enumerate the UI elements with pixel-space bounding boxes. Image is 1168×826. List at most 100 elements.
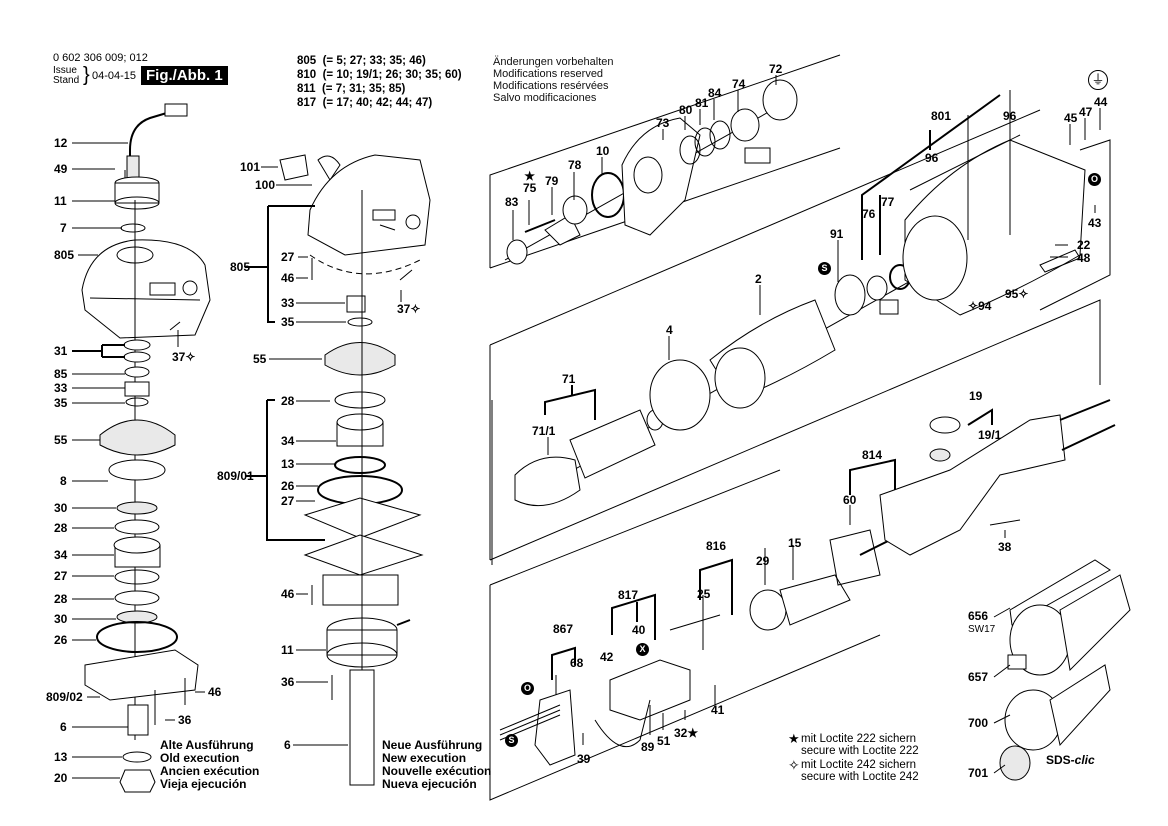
part-label[interactable]: 45	[1064, 111, 1078, 125]
part-label[interactable]: 85	[54, 367, 68, 381]
part-label[interactable]: 25	[697, 587, 711, 601]
part-label[interactable]: 657	[968, 670, 989, 684]
part-label[interactable]: 13	[54, 750, 68, 764]
part-label[interactable]: 71	[562, 372, 576, 386]
part-label[interactable]: 84	[708, 86, 722, 100]
part-label[interactable]: 55	[253, 352, 267, 366]
part-label[interactable]: 46	[281, 271, 295, 285]
part-label[interactable]: 101	[240, 160, 261, 174]
part-label[interactable]: 46	[281, 587, 295, 601]
assembly-list: 805 (= 5; 27; 33; 35; 46) 810 (= 10; 19/…	[297, 54, 462, 110]
part-label[interactable]: 96	[925, 151, 939, 165]
part-label[interactable]: 55	[54, 433, 68, 447]
part-label[interactable]: 36	[281, 675, 295, 689]
part-label[interactable]: 19/1	[978, 428, 1002, 442]
part-label[interactable]: 27	[281, 250, 295, 264]
part-label[interactable]: 7	[60, 221, 67, 235]
part-label[interactable]: 35	[54, 396, 68, 410]
part-label[interactable]: 71/1	[532, 424, 556, 438]
part-label[interactable]: 41	[711, 703, 725, 717]
part-label[interactable]: 2	[755, 272, 762, 286]
part-label[interactable]: 95✧	[1005, 287, 1029, 301]
star-outline-icon: ✧	[968, 299, 979, 313]
part-label[interactable]: 805	[54, 248, 75, 262]
part-label[interactable]: 28	[281, 394, 295, 408]
part-label[interactable]: 11	[281, 643, 294, 657]
part-label[interactable]: 44	[1094, 95, 1108, 109]
part-label[interactable]: 27	[54, 569, 68, 583]
part-label[interactable]: 47	[1079, 105, 1093, 119]
part-label[interactable]: 43	[1088, 216, 1102, 230]
part-label[interactable]: 6	[60, 720, 67, 734]
part-label[interactable]: 91	[830, 227, 844, 241]
part-label[interactable]: 814	[862, 448, 883, 462]
part-label[interactable]: 73	[656, 116, 670, 130]
part-label[interactable]: 74	[732, 77, 746, 91]
part-label[interactable]: 867	[553, 622, 574, 636]
part-label[interactable]: 20	[54, 771, 68, 785]
part-label[interactable]: 29	[756, 554, 770, 568]
part-label[interactable]: 22	[1077, 238, 1091, 252]
part-label[interactable]: 32★	[674, 726, 699, 740]
part-label[interactable]: 28	[54, 521, 68, 535]
part-label[interactable]: 809/01	[217, 469, 254, 483]
brace-symbol: }	[83, 64, 90, 86]
part-label[interactable]: 77	[881, 195, 895, 209]
part-label[interactable]: 38	[998, 540, 1012, 554]
part-label[interactable]: 816	[706, 539, 727, 553]
part-label[interactable]: 96	[1003, 109, 1017, 123]
part-label[interactable]: 35	[281, 315, 295, 329]
part-label[interactable]: 34	[54, 548, 68, 562]
part-label[interactable]: 656	[968, 609, 989, 623]
part-label[interactable]: 60	[843, 493, 857, 507]
part-label[interactable]: 76	[862, 207, 876, 221]
part-label[interactable]: 28	[54, 592, 68, 606]
part-label[interactable]: 89	[641, 740, 655, 754]
part-label[interactable]: 10	[596, 144, 610, 158]
part-label[interactable]: 805	[230, 260, 251, 274]
part-label[interactable]: ★75	[523, 169, 537, 195]
part-label[interactable]: 79	[545, 174, 559, 188]
part-label[interactable]: 817	[618, 588, 639, 602]
part-label[interactable]: 42	[600, 650, 614, 664]
part-label[interactable]: 27	[281, 494, 295, 508]
part-label[interactable]: 37✧	[397, 302, 421, 316]
part-label[interactable]: 46	[208, 685, 222, 699]
part-label[interactable]: 26	[54, 633, 68, 647]
part-label[interactable]: 701	[968, 766, 989, 780]
part-label[interactable]: 12	[54, 136, 68, 150]
part-label[interactable]: 40	[632, 623, 646, 637]
part-label[interactable]: 83	[505, 195, 519, 209]
part-label[interactable]: 33	[54, 381, 68, 395]
part-label[interactable]: 81	[695, 96, 709, 110]
part-label[interactable]: 13	[281, 457, 295, 471]
part-label[interactable]: 72	[769, 62, 783, 76]
part-label[interactable]: ✧94	[968, 299, 992, 313]
part-label[interactable]: 33	[281, 296, 295, 310]
part-label[interactable]: 15	[788, 536, 802, 550]
part-label[interactable]: 48	[1077, 251, 1091, 265]
part-label[interactable]: 31	[54, 344, 68, 358]
part-label[interactable]: 11	[54, 194, 67, 208]
part-label[interactable]: 51	[657, 734, 671, 748]
part-label[interactable]: 801	[931, 109, 952, 123]
part-label[interactable]: 19	[969, 389, 983, 403]
part-label[interactable]: 700	[968, 716, 989, 730]
part-label[interactable]: 8	[60, 474, 67, 488]
part-label[interactable]: 100	[255, 178, 276, 192]
part-label[interactable]: 49	[54, 162, 68, 176]
part-label[interactable]: 80	[679, 103, 693, 117]
part-label[interactable]: 78	[568, 158, 582, 172]
part-label[interactable]: 809/02	[46, 690, 83, 704]
part-label[interactable]: 36	[178, 713, 192, 727]
part-label[interactable]: 4	[666, 323, 673, 337]
part-label[interactable]: 30	[54, 612, 68, 626]
part-label[interactable]: 30	[54, 501, 68, 515]
part-label[interactable]: 34	[281, 434, 295, 448]
part-label[interactable]: 68	[570, 656, 584, 670]
part-label[interactable]: 6	[284, 738, 291, 752]
part-label[interactable]: 37✧	[172, 350, 196, 364]
part-label[interactable]: 26	[281, 479, 295, 493]
part-label[interactable]: 39	[577, 752, 591, 766]
